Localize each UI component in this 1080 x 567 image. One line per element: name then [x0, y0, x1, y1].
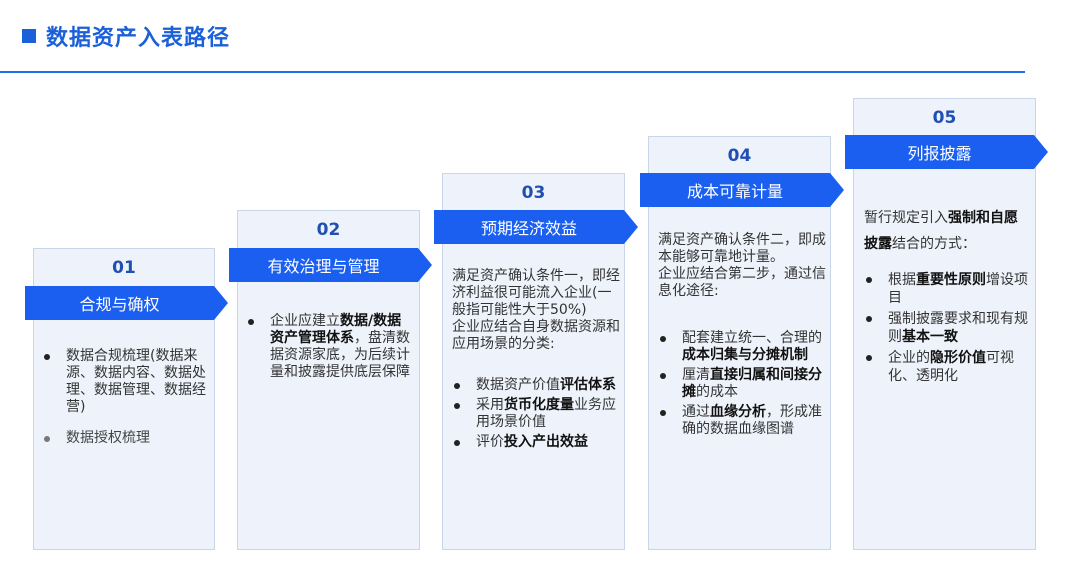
bullet-icon — [44, 354, 50, 360]
bullet-icon — [454, 383, 460, 389]
list-item: 根据重要性原则增设项目 — [864, 271, 1030, 307]
list-item: 强制披露要求和现有规则基本一致 — [864, 310, 1030, 346]
step-05-number: 05 — [932, 108, 957, 128]
list-item: 企业的隐形价值可视化、透明化 — [864, 349, 1030, 385]
step-04-content: 满足资产确认条件二，即成本能够可靠地计量。 企业应结合第二步，通过信息化途径: … — [658, 232, 826, 441]
bullet-icon — [866, 355, 872, 361]
page-title: 数据资产入表路径 — [46, 26, 231, 51]
step-02-banner: 有效治理与管理 — [229, 248, 432, 282]
list-item: 配套建立统一、合理的成本归集与分摊机制 — [658, 330, 826, 364]
step-05-banner: 列报披露 — [845, 135, 1048, 169]
bullet-icon — [454, 440, 460, 446]
step-03-number: 03 — [521, 183, 546, 203]
bullet-icon — [44, 436, 50, 442]
step-03-banner: 预期经济效益 — [434, 210, 638, 244]
step-05-card — [853, 98, 1036, 550]
step-02-content: 企业应建立数据/数据资产管理体系，盘清数据资源家底，为后续计量和披露提供底层保障 — [246, 313, 414, 384]
list-item: 数据资产价值评估体系 — [452, 377, 620, 394]
step-03-content: 满足资产确认条件一，即经济利益很可能流入企业(一般指可能性大于50%) 企业应结… — [452, 268, 620, 454]
list-item: 评价投入产出效益 — [452, 434, 620, 451]
list-item: 企业应建立数据/数据资产管理体系，盘清数据资源家底，为后续计量和披露提供底层保障 — [246, 313, 414, 381]
bullet-icon — [454, 403, 460, 409]
header: 数据资产入表路径 — [22, 20, 230, 52]
bullet-icon — [660, 336, 666, 342]
step-01-banner: 合规与确权 — [25, 286, 228, 320]
list-item: 通过血缘分析，形成准确的数据血缘图谱 — [658, 404, 826, 438]
step-04-number: 04 — [727, 146, 752, 166]
step-04-description: 满足资产确认条件二，即成本能够可靠地计量。 企业应结合第二步，通过信息化途径: — [658, 232, 826, 299]
list-item: 厘清直接归属和间接分摊的成本 — [658, 367, 826, 401]
bullet-icon — [248, 319, 254, 325]
step-05-description: 暂行规定引入强制和自愿披露结合的方式： — [864, 210, 1018, 252]
list-item: 数据授权梳理 — [42, 430, 212, 447]
step-01-content: 数据合规梳理(数据来源、数据内容、数据处理、数据管理、数据经营) 数据授权梳理 — [42, 348, 212, 450]
list-item: 数据合规梳理(数据来源、数据内容、数据处理、数据管理、数据经营) — [42, 348, 212, 416]
bullet-icon — [660, 373, 666, 379]
title-divider — [0, 71, 1025, 73]
step-04-banner: 成本可靠计量 — [640, 173, 844, 207]
step-05-content: 暂行规定引入强制和自愿披露结合的方式： 根据重要性原则增设项目 强制披露要求和现… — [864, 205, 1030, 388]
title-square-icon — [22, 29, 36, 43]
bullet-icon — [660, 410, 666, 416]
bullet-icon — [866, 277, 872, 283]
bullet-icon — [866, 316, 872, 322]
step-02-number: 02 — [316, 220, 341, 240]
list-item: 采用货币化度量业务应用场景价值 — [452, 397, 620, 431]
step-03-description: 满足资产确认条件一，即经济利益很可能流入企业(一般指可能性大于50%) 企业应结… — [452, 268, 620, 352]
step-01-number: 01 — [112, 258, 136, 278]
